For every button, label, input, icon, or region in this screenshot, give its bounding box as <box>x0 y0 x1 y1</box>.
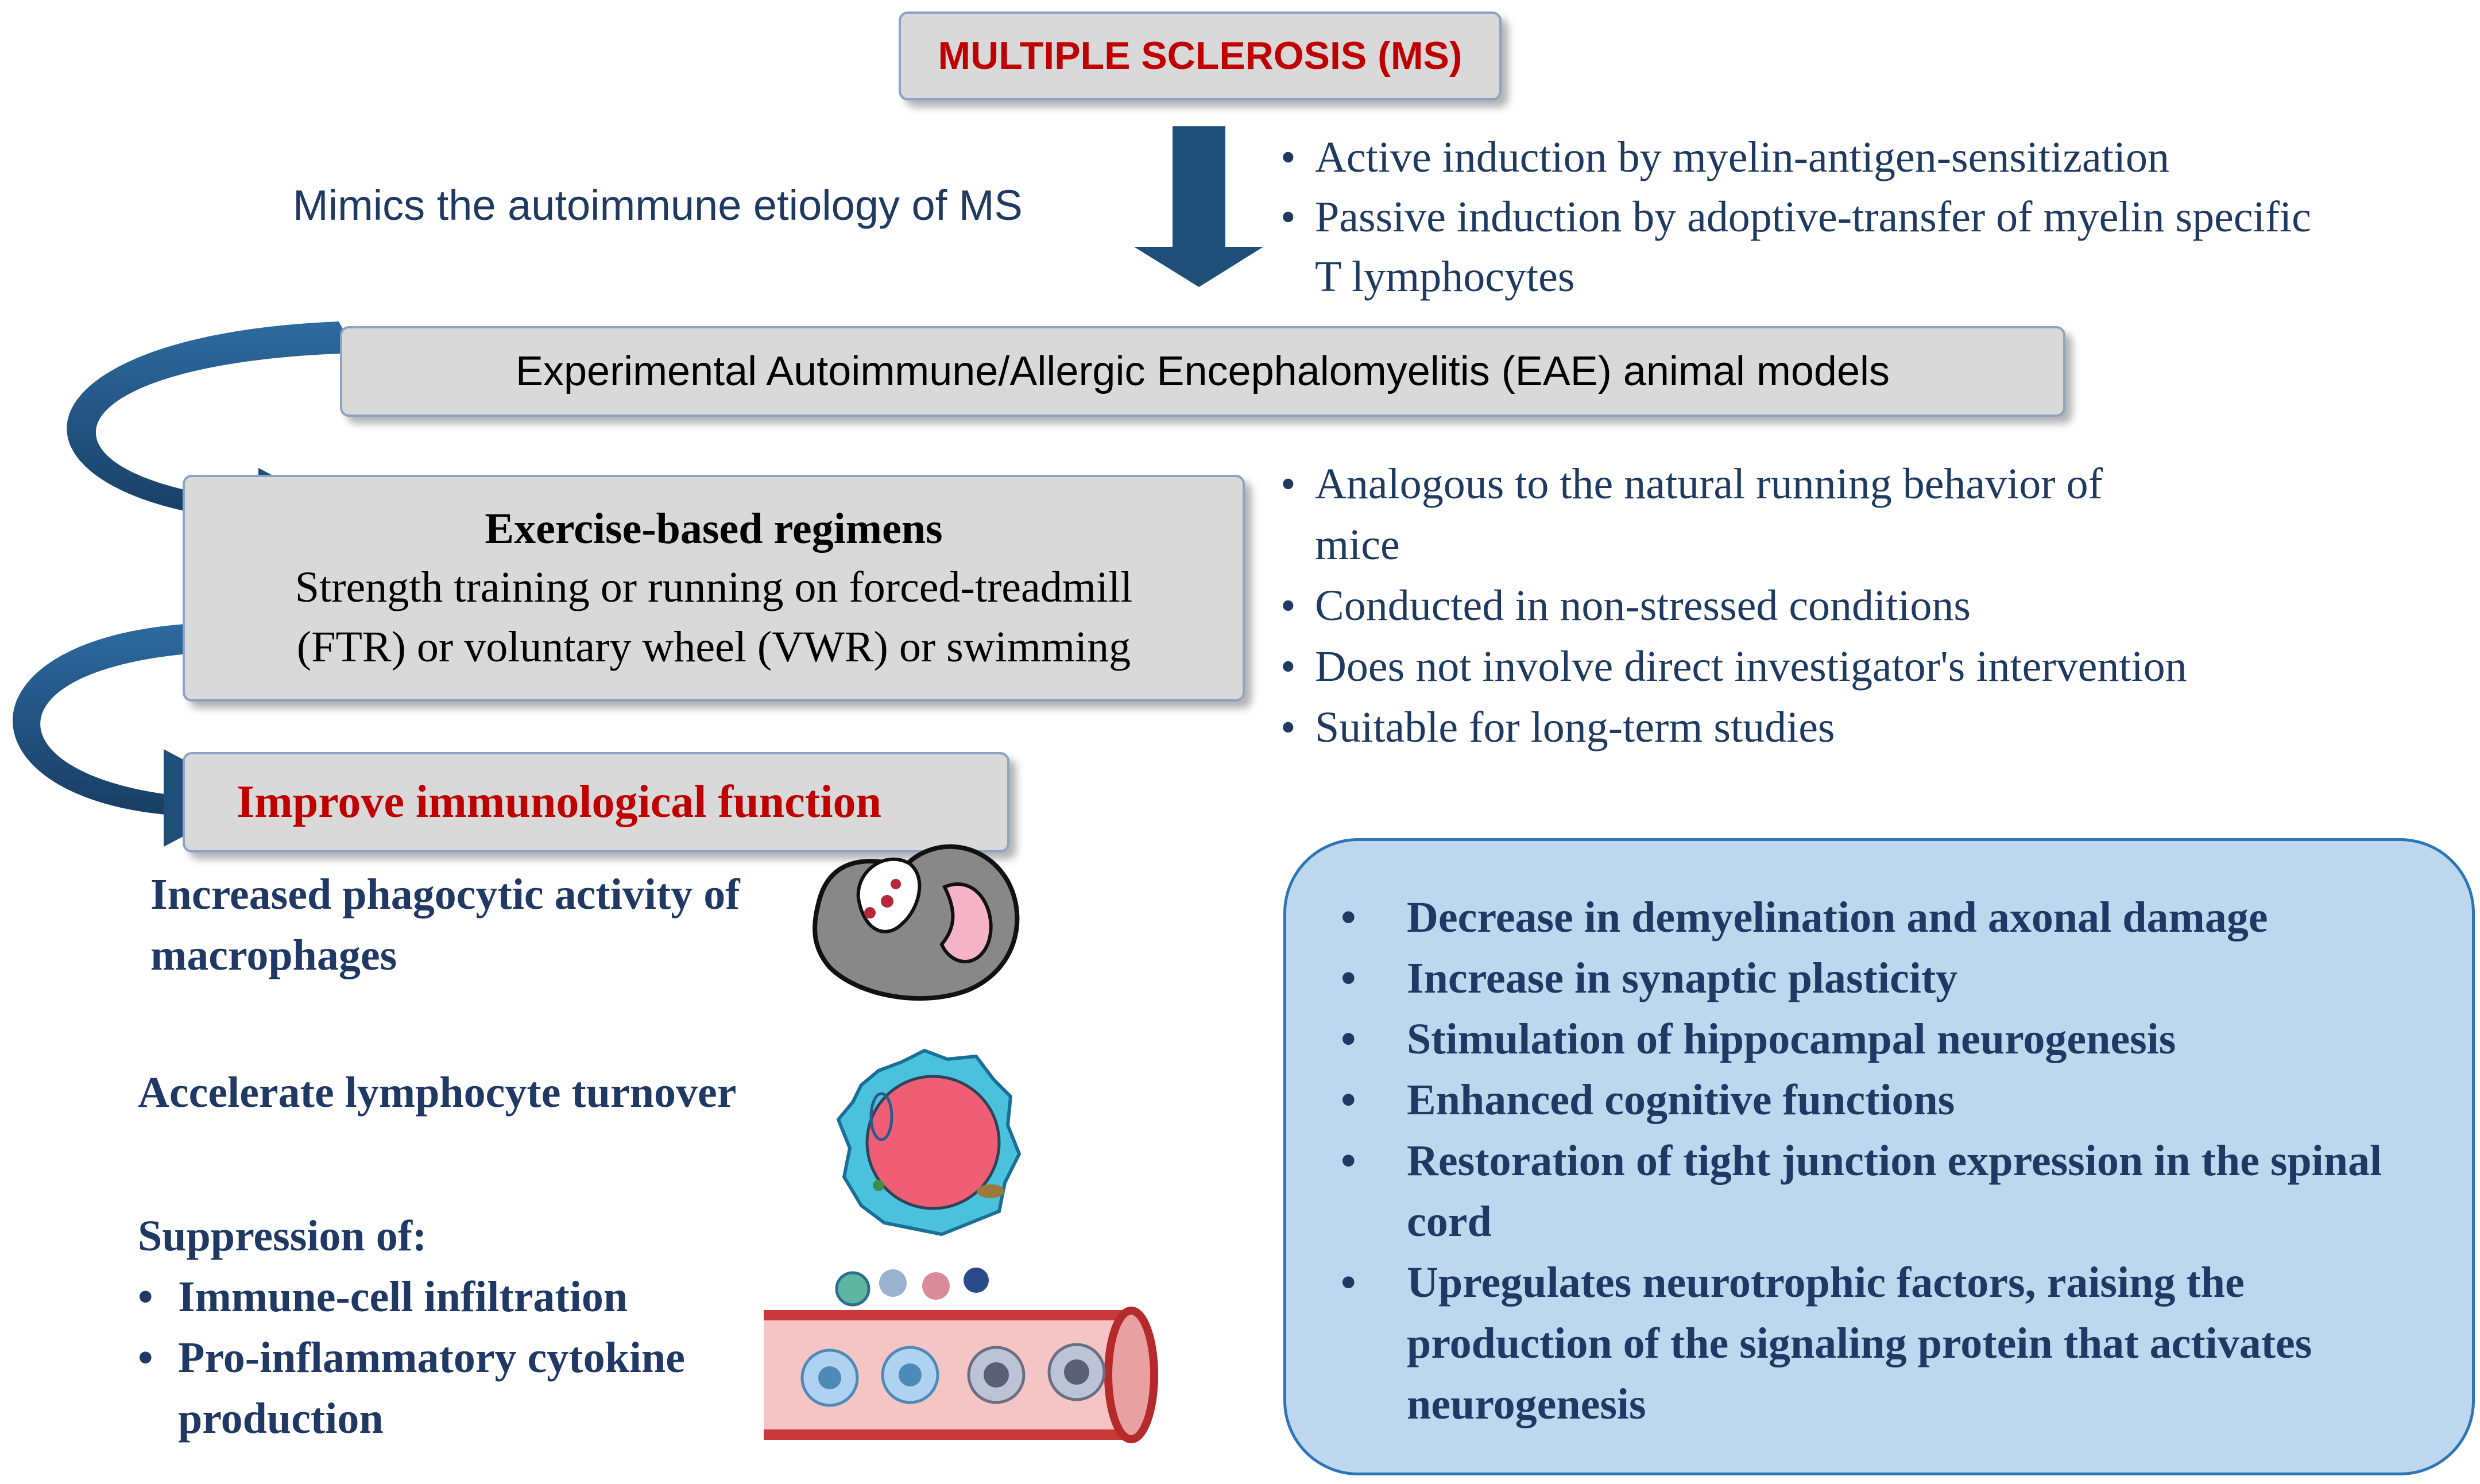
induction-bullet: •Passive induction by adoptive-transfer … <box>1280 193 2311 301</box>
suppression-item: •Pro-inflammatory cytokine production <box>138 1334 685 1443</box>
exercise-bullets: •Analogous to the natural running behavi… <box>1280 454 2371 758</box>
outcome-item: •Stimulation of hippocampal neurogenesis <box>1341 1015 2176 1063</box>
eae-box: Experimental Autoimmune/Allergic Encepha… <box>340 326 2065 417</box>
exercise-box: Exercise-based regimens Strength trainin… <box>183 475 1245 702</box>
suppression-item: •Immune-cell infiltration <box>138 1273 628 1321</box>
outcome-list: •Decrease in demyelination and axonal da… <box>1341 887 2443 1435</box>
improve-label: Improve immunological function <box>237 777 882 827</box>
outcome-item: •Restoration of tight junction expressio… <box>1341 1137 2382 1246</box>
suppression-list: •Immune-cell infiltration •Pro-inflammat… <box>138 1266 781 1449</box>
down-arrow-icon <box>1134 126 1263 287</box>
page-title: MULTIPLE SCLEROSIS (MS) <box>938 34 1463 78</box>
exercise-bullet: •Conducted in non-stressed conditions <box>1280 582 1971 630</box>
exercise-bullet: •Analogous to the natural running behavi… <box>1280 460 2103 569</box>
induction-bullet: •Active induction by myelin-antigen-sens… <box>1280 133 2169 181</box>
exercise-bullet: •Suitable for long-term studies <box>1280 703 1835 751</box>
outcome-box: •Decrease in demyelination and axonal da… <box>1283 838 2475 1475</box>
outcome-item: •Upregulates neurotrophic factors, raisi… <box>1341 1258 2312 1428</box>
phagocytic-text: Increased phagocytic activity of macroph… <box>150 870 740 979</box>
lymphocyte-icon <box>836 1048 1022 1237</box>
improve-box: Improve immunological function <box>183 752 1009 853</box>
induction-list: •Active induction by myelin-antigen-sens… <box>1280 127 2343 307</box>
blood-vessel-icon <box>764 1268 1158 1443</box>
title-box: MULTIPLE SCLEROSIS (MS) <box>899 11 1502 100</box>
eae-label: Experimental Autoimmune/Allergic Encepha… <box>515 348 1890 394</box>
macrophage-icon <box>813 844 1020 1001</box>
exercise-line: Strength training or running on forced-t… <box>295 563 1133 611</box>
exercise-title: Exercise-based regimens <box>485 505 943 553</box>
suppression-heading: Suppression of: <box>138 1212 427 1260</box>
outcome-item: •Decrease in demyelination and axonal da… <box>1341 893 2268 941</box>
lymphocyte-text: Accelerate lymphocyte turnover <box>138 1068 737 1117</box>
outcome-item: •Increase in synaptic plasticity <box>1341 954 1958 1002</box>
exercise-line: (FTR) or voluntary wheel (VWR) or swimmi… <box>296 623 1131 671</box>
mimics-label: Mimics the autoimmune etiology of MS <box>293 181 1023 229</box>
exercise-bullet: •Does not involve direct investigator's … <box>1280 642 2187 691</box>
outcome-item: •Enhanced cognitive functions <box>1341 1076 1955 1124</box>
